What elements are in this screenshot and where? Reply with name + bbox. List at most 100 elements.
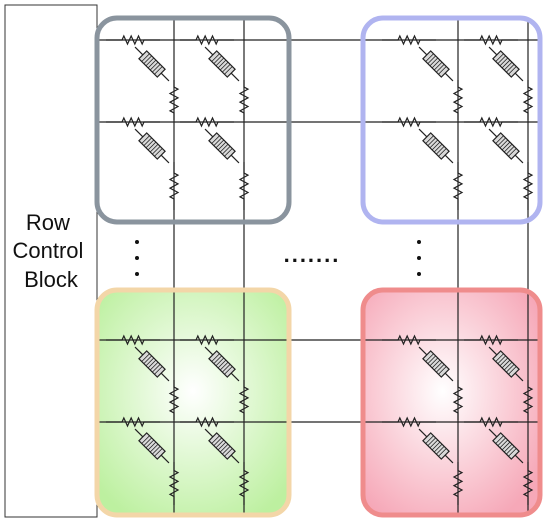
- resistor-zigzag: [168, 462, 180, 505]
- memristor-stripe: [425, 435, 434, 444]
- h-resistor-b2-r2-c2: [464, 116, 518, 128]
- memristor-stripe: [213, 355, 222, 364]
- h-resistor-b4-r1-c1: [382, 334, 436, 346]
- memristor-stripe: [433, 361, 443, 371]
- memristor-stripe: [145, 357, 155, 367]
- resistor-zigzag: [464, 416, 518, 428]
- resistor-zigzag: [106, 116, 160, 128]
- memristor-b4-r1-c1: [418, 346, 454, 382]
- memristor-stripe: [145, 139, 155, 149]
- memristor-stripe: [436, 146, 445, 155]
- memristor-stripe: [429, 357, 439, 367]
- memristor-stripe: [149, 61, 159, 71]
- resistor-zigzag: [180, 34, 234, 46]
- block-fill-top-left: [97, 18, 289, 222]
- memristor-stripe: [147, 359, 157, 369]
- h-resistor-b1-r1-c2: [180, 34, 234, 46]
- block-backgrounds: [97, 18, 540, 515]
- resistor-zigzag: [180, 334, 234, 346]
- h-resistor-b1-r1-c1: [106, 34, 160, 46]
- memristor-stripe: [506, 146, 515, 155]
- memristor-stripe: [501, 59, 511, 69]
- h-resistor-b2-r1-c2: [464, 34, 518, 46]
- memristor-stripe: [141, 135, 150, 144]
- resistor-zigzag: [238, 80, 250, 120]
- block-border-top-left: [94, 15, 292, 225]
- row-control-label: Row Control Block: [12, 210, 89, 292]
- block-border-bottom-right: [360, 287, 543, 518]
- v-resistor-b1-r2-c2: [238, 162, 250, 210]
- memristor-stripe: [211, 135, 220, 144]
- resistor-zigzag: [382, 416, 436, 428]
- memristor-stripe: [431, 141, 441, 151]
- memristor-stripe: [436, 64, 445, 73]
- memristor-b1-r1-c1: [134, 46, 170, 82]
- memristor-stripe: [501, 141, 511, 151]
- memristor-stripe: [211, 353, 220, 362]
- memristor-stripe: [224, 448, 233, 457]
- memristor-stripe: [495, 435, 504, 444]
- memristor-stripe: [501, 441, 511, 451]
- resistor-zigzag: [238, 380, 250, 420]
- block-borders: [94, 15, 543, 518]
- memristor-stripe: [222, 146, 231, 155]
- memristor-stripe: [211, 53, 220, 62]
- h-resistor-b3-r2-c1: [106, 416, 160, 428]
- memristor-stripe: [222, 364, 231, 373]
- memristor-stripe: [219, 61, 229, 71]
- h-resistor-b3-r1-c2: [180, 334, 234, 346]
- memristor-stripe: [433, 143, 443, 153]
- row-control-label-line-3: Block: [24, 267, 79, 292]
- memristor-stripe: [427, 355, 436, 364]
- memristor-stripe: [506, 446, 515, 455]
- memristor-stripe: [141, 53, 150, 62]
- h-resistor-b3-r1-c1: [106, 334, 160, 346]
- v-resistor-b3-r1-c1: [168, 380, 180, 420]
- memristor-stripe: [429, 439, 439, 449]
- resistor-zigzag: [452, 80, 464, 120]
- resistor-zigzag: [106, 334, 160, 346]
- resistor-zigzag: [168, 162, 180, 210]
- memristor-stripe: [497, 437, 506, 446]
- memristor-stripe: [143, 55, 152, 64]
- memristor-stripe: [147, 441, 157, 451]
- memristor-stripe: [154, 148, 163, 157]
- memristor-stripe: [508, 148, 517, 157]
- resistor-zigzag: [522, 380, 534, 420]
- memristor-stripe: [495, 53, 504, 62]
- memristor-stripe: [215, 357, 225, 367]
- v-resistor-b4-r1-c1: [452, 380, 464, 420]
- memristor-stripe: [503, 361, 513, 371]
- memristor-b3-r1-c2: [204, 346, 240, 382]
- memristor-stripe: [149, 143, 159, 153]
- memristor-stripe: [215, 139, 225, 149]
- memristor-stripe: [224, 66, 233, 75]
- memristor-stripe: [503, 443, 513, 453]
- memristor-stripe: [497, 55, 506, 64]
- memristor-b2-r2-c2: [488, 128, 524, 164]
- memristor-stripe: [431, 59, 441, 69]
- row-control-label-line-1: Row: [26, 210, 70, 235]
- resistor-zigzag: [452, 162, 464, 210]
- block-fill-bottom-left: [97, 290, 289, 515]
- memristor-stripe: [211, 435, 220, 444]
- memristor-stripe: [503, 143, 513, 153]
- memristor-b2-r2-c1: [418, 128, 454, 164]
- memristor-b4-r2-c2: [488, 428, 524, 464]
- memristor-b3-r2-c1: [134, 428, 170, 464]
- memristor-stripe: [215, 439, 225, 449]
- memristor-stripe: [427, 55, 436, 64]
- v-resistor-b4-r1-c2: [522, 380, 534, 420]
- memristor-stripe: [438, 66, 447, 75]
- block-border-bottom-left: [94, 287, 292, 518]
- memristor-stripe: [213, 55, 222, 64]
- h-resistor-b2-r1-c1: [382, 34, 436, 46]
- memristor-stripe: [433, 443, 443, 453]
- memristor-stripe: [152, 146, 161, 155]
- resistor-zigzag: [168, 80, 180, 120]
- memristor-stripe: [501, 359, 511, 369]
- memristor-stripe: [217, 359, 227, 369]
- resistor-zigzag: [106, 34, 160, 46]
- crossbar-cells: [106, 34, 534, 505]
- memristor-stripe: [143, 437, 152, 446]
